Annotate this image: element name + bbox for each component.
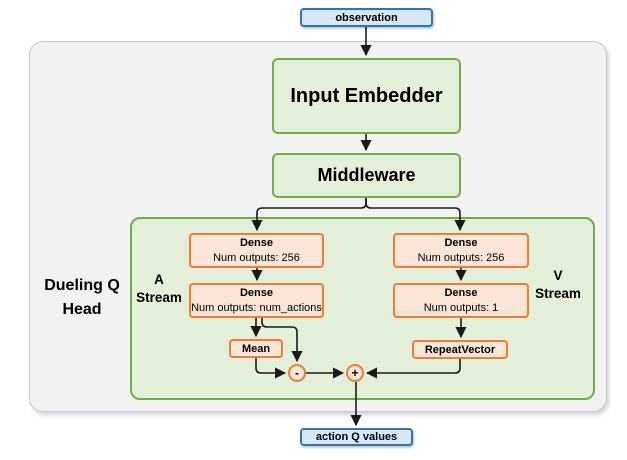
a-stream-dense-1-node: Dense Num outputs: 256 <box>189 233 324 268</box>
v-stream-dense-2-node: Dense Num outputs: 1 <box>393 283 529 318</box>
middleware-node: Middleware <box>272 153 461 198</box>
dense-layer-name: Dense <box>239 236 274 249</box>
v-stream-dense-1-node: Dense Num outputs: 256 <box>393 233 529 268</box>
dense-layer-name: Dense <box>239 286 274 299</box>
dense-layer-detail: Num outputs: 256 <box>213 251 300 264</box>
mean-node: Mean <box>229 339 283 358</box>
action-q-values-node: action Q values <box>300 428 413 446</box>
a-stream-label: A Stream <box>136 272 182 305</box>
dense-layer-detail: Num outputs: num_actions <box>191 301 322 314</box>
v-stream-label: V Stream <box>535 268 581 301</box>
repeat-vector-node: RepeatVector <box>412 340 508 359</box>
input-embedder-node: Input Embedder <box>272 58 461 134</box>
dense-layer-detail: Num outputs: 1 <box>423 301 499 314</box>
a-stream-dense-2-node: Dense Num outputs: num_actions <box>189 283 324 318</box>
observation-node: observation <box>300 8 433 27</box>
add-operator-node: + <box>346 364 364 382</box>
dense-layer-name: Dense <box>444 286 478 299</box>
subtract-operator-node: - <box>288 364 306 382</box>
dense-layer-detail: Num outputs: 256 <box>417 251 505 264</box>
dense-layer-name: Dense <box>444 236 478 249</box>
dueling-q-head-label: Dueling Q Head <box>44 277 120 318</box>
